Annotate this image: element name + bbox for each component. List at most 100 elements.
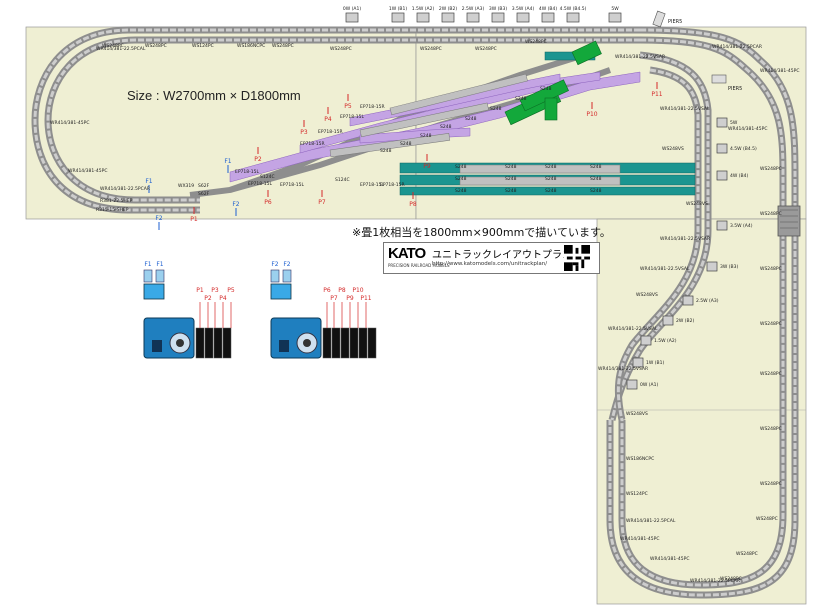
track-piece-label: WS248PC <box>760 426 782 432</box>
bumper-icon <box>491 12 505 23</box>
track-piece-label: WS248PC <box>525 39 547 45</box>
bumper-icon <box>608 12 622 23</box>
top-bumper: 1.5W (A2) <box>412 6 435 23</box>
bumper-label: 3W (B3) <box>489 6 507 12</box>
track-piece-label: WS124PC <box>192 43 214 49</box>
green-platform-3 <box>571 40 602 66</box>
pack-feeder-blue-label: F1 <box>156 261 163 268</box>
track-piece-label: WR414/381-22.5VSAL <box>640 266 690 272</box>
track-piece-label: S248 <box>420 133 432 139</box>
bumper-icon <box>441 12 455 23</box>
track-piece-label: S248 <box>455 176 467 182</box>
feeder-red-label: P3 <box>300 129 308 136</box>
bumper-label: 3.5W (A4) <box>512 6 535 12</box>
bumper-icon <box>566 12 580 23</box>
bumper-icon <box>716 117 728 128</box>
track-piece-label: S248 <box>455 164 467 170</box>
track-piece-label: S248 <box>540 86 552 92</box>
bumper-icon <box>391 12 405 23</box>
right-bumper-row: 5W4.5W (B4.5)4W (B4)3.5W (A4)3W (B3)2.5W… <box>626 117 757 390</box>
feeder-red-label: P9 <box>423 163 431 170</box>
feeder-blue-marker: F1 <box>224 158 232 173</box>
feeder-red-label: P4 <box>324 116 332 123</box>
track-piece-label: WS248PC <box>145 43 167 49</box>
top-bumper: 3.5W (A4) <box>512 6 535 23</box>
switch-box <box>340 327 350 359</box>
pack-feeder-red-label: P6 <box>323 287 331 294</box>
switch-box <box>213 327 223 359</box>
feeder-red-marker: P9 <box>423 154 431 170</box>
bumper-label: 3.5W (A4) <box>730 223 753 229</box>
pack-feeder-blue-label: F2 <box>271 261 278 268</box>
right-bumper: 2W (B2) <box>662 315 694 326</box>
feeder-red-label: P6 <box>264 199 272 206</box>
bumper-label: 2.5W (A3) <box>462 6 485 12</box>
right-bumper: 0W (A1) <box>626 379 658 390</box>
bumper-label: 4W (B4) <box>730 173 748 179</box>
qr-code-icon <box>564 245 590 271</box>
top-bumper: 4.5W (B4.5) <box>560 6 587 23</box>
track-piece-label: WS248VS <box>626 411 648 417</box>
pack-feeder-red-label: P4 <box>219 295 227 302</box>
top-bumper-row: 0W (A1)1W (B1)1.5W (A2)2W (B2)2.5W (A3)3… <box>343 6 622 23</box>
bumper-icon <box>626 379 638 390</box>
grey-siding-5 <box>389 73 528 116</box>
bumper-label: 0W (A1) <box>640 382 658 388</box>
bumper-label: 2.5W (A3) <box>696 298 719 304</box>
feeder-red-marker: P7 <box>318 190 326 206</box>
kato-logo: KATO <box>388 245 426 262</box>
track-piece-label: S248 <box>380 148 392 154</box>
track-piece-label: EP718-15L <box>235 169 259 175</box>
track-labels: WR414/381-22.5PCALWR414/381-45PCWR414/38… <box>50 39 799 584</box>
track-piece-label: WS248PC <box>330 46 352 52</box>
track-piece-label: S248 <box>505 188 517 194</box>
power-pack-knob-cap <box>303 339 311 347</box>
bumper-label: 1W (B1) <box>646 360 664 366</box>
top-bumper: 0W (A1) <box>343 6 361 23</box>
feeder-blue-marker: F2 <box>232 201 240 216</box>
switch-box <box>358 327 368 359</box>
bumper-icon <box>716 170 728 181</box>
pack-feeder-blue-label: F1 <box>144 261 151 268</box>
track-piece-label: WR414/381-22.5VSAL <box>608 326 658 332</box>
track-piece-label: S248 <box>545 164 557 170</box>
pier-label: PIER5 <box>728 86 742 92</box>
kato-url[interactable]: http://www.katomodels.com/unitrackplan/ <box>432 261 548 267</box>
switch-boxes-right <box>322 327 377 359</box>
bumper-label: 1.5W (A2) <box>654 338 677 344</box>
pack-feeder-blue-label: F2 <box>283 261 290 268</box>
feeder-red-marker: P2 <box>254 147 262 163</box>
bumper-icon <box>541 12 555 23</box>
pack-feeder-red-label: P11 <box>360 295 371 302</box>
track-piece-label: EP718-15R <box>300 141 325 147</box>
bumper-icon <box>682 295 694 306</box>
track-piece-label: S248 <box>515 96 527 102</box>
power-pack-knob-cap <box>176 339 184 347</box>
feeder-red-label: P11 <box>651 91 662 98</box>
feeder-red-marker: P5 <box>344 94 352 110</box>
feeder-plug-f2 <box>270 269 280 283</box>
pack-switch <box>152 340 162 352</box>
feeder-blue-label: F2 <box>155 215 162 222</box>
track-piece-label: EP718-15L <box>248 181 272 187</box>
pack-feeder-red-label: P3 <box>211 287 219 294</box>
bumper-label: 1.5W (A2) <box>412 6 435 12</box>
pack-feeder-red-label: P8 <box>338 287 346 294</box>
right-bumper: 1W (B1) <box>632 357 664 368</box>
kato-subline: PRECISION RAILROAD MODELS <box>388 263 450 268</box>
pier-icon <box>711 74 727 84</box>
track-piece-label: WR414/381-22.5PCAR <box>712 44 762 50</box>
track-piece-label: WR414/381-22.5PCAL <box>96 46 146 52</box>
feeder-red-marker: P4 <box>324 107 332 123</box>
pack-feeder-red-label: P5 <box>227 287 235 294</box>
track-piece-label: S248 <box>590 164 602 170</box>
track-piece-label: EP718-15R <box>380 182 405 188</box>
track-piece-label: WS248PC <box>760 371 782 377</box>
track-piece-label: WS248PC <box>760 481 782 487</box>
bumper-icon <box>345 12 359 23</box>
scale-note: ※畳1枚相当を1800mm×900mmで描いています。 <box>352 226 611 239</box>
bumper-icon <box>662 315 674 326</box>
track-piece-label: S124C <box>260 174 275 180</box>
track-piece-label: WR414/381-22.5PCAR <box>690 578 740 584</box>
